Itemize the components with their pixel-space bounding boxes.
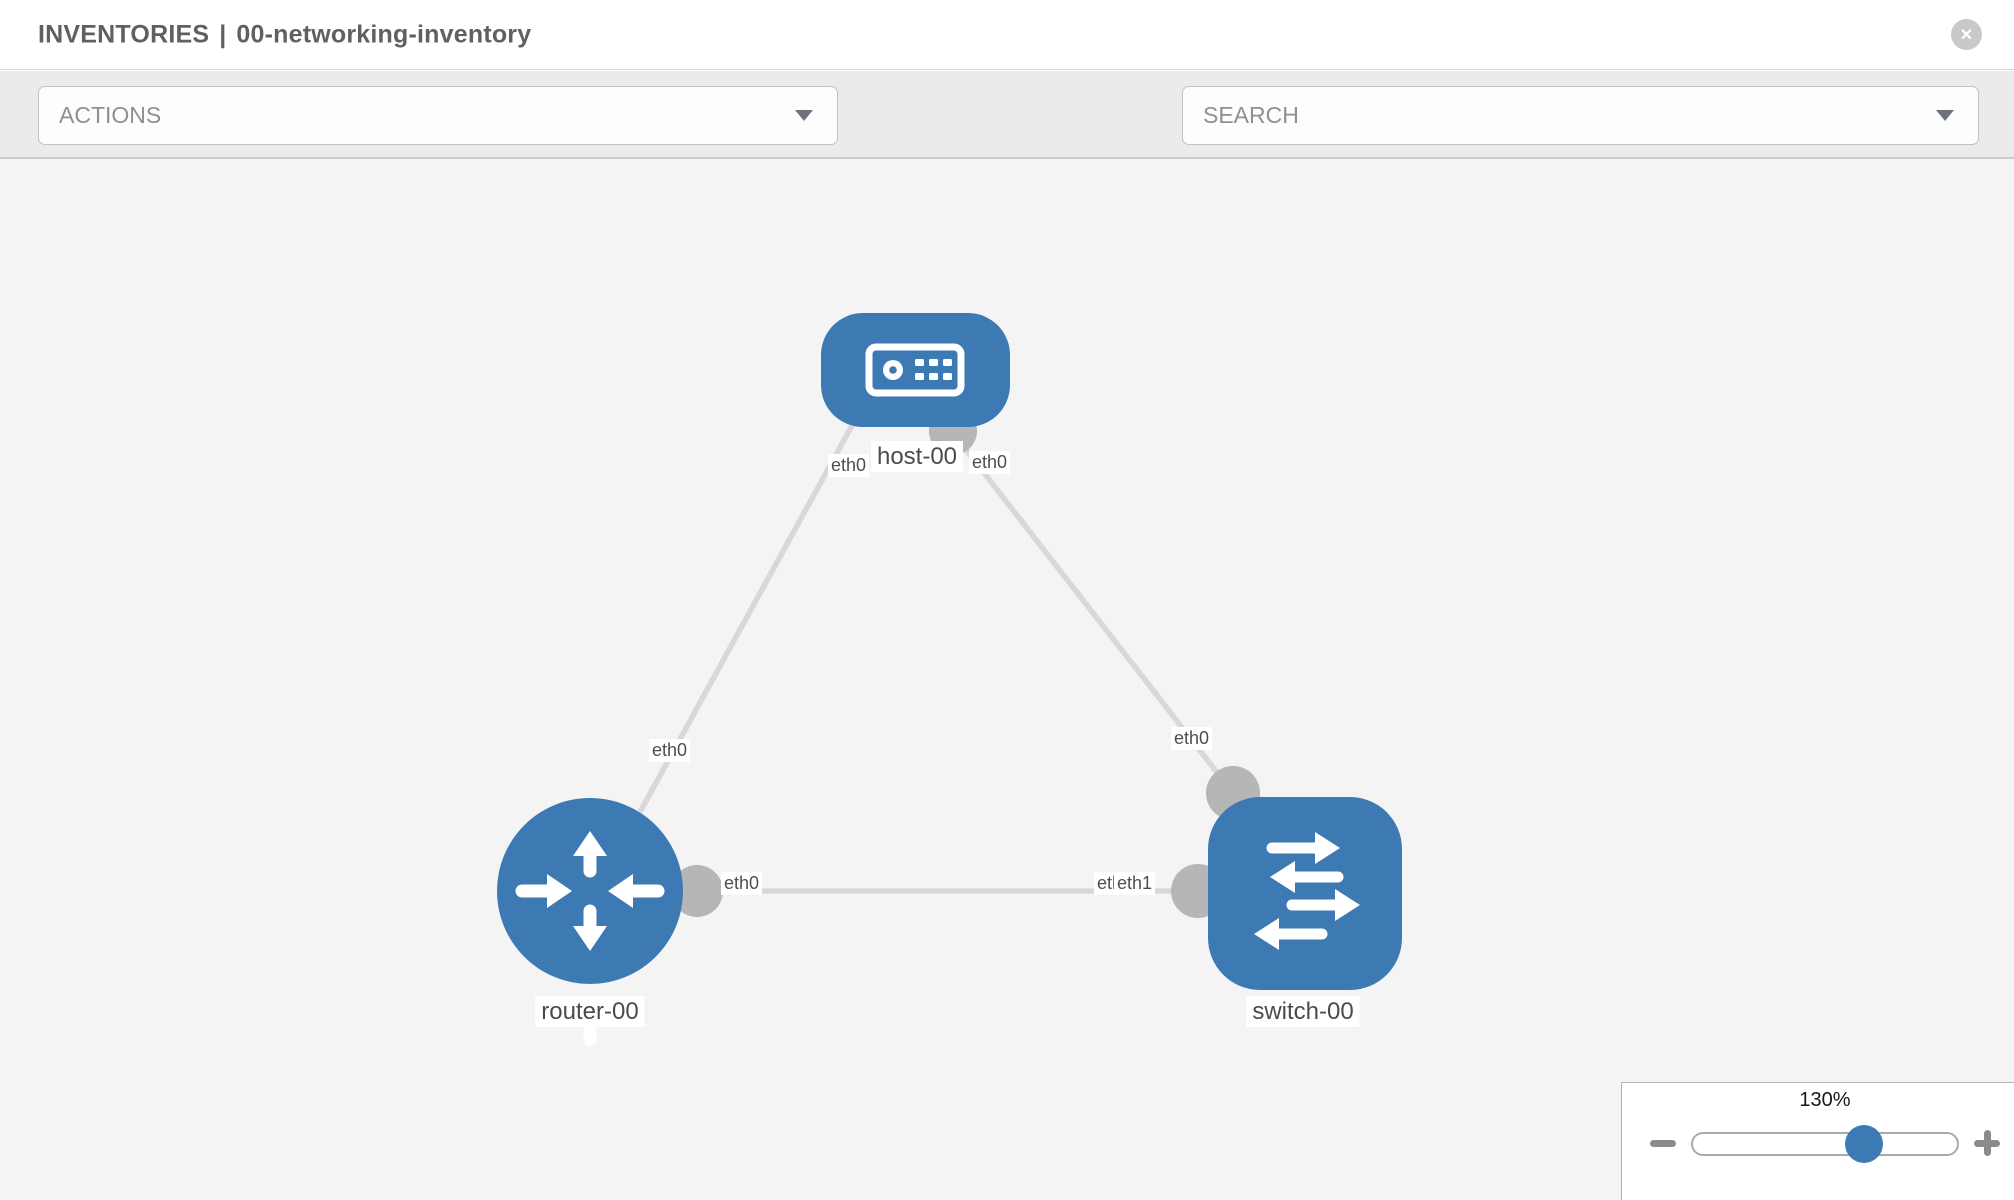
zoom-in-button[interactable] — [1967, 1123, 2007, 1163]
interface-label: eth0 — [721, 872, 763, 895]
chevron-down-icon — [795, 110, 813, 121]
zoom-control-panel: 130% — [1621, 1082, 2014, 1200]
inventory-name: 00-networking-inventory — [236, 20, 532, 48]
interface-label: eth1 — [1114, 872, 1156, 895]
interface-label: eth0 — [649, 739, 691, 762]
node-router[interactable] — [497, 798, 683, 1047]
close-button[interactable]: ✕ — [1951, 19, 1982, 50]
minus-icon — [1650, 1140, 1676, 1147]
actions-dropdown[interactable]: ACTIONS — [38, 86, 838, 145]
interface-label: eth0 — [828, 454, 870, 477]
topology-canvas[interactable]: eth0 eth0 eth0 eth0 eth0 eth0 eth1 host-… — [0, 159, 2014, 1200]
zoom-slider-thumb[interactable] — [1845, 1125, 1883, 1163]
zoom-slider-track[interactable] — [1691, 1132, 1959, 1156]
search-dropdown[interactable]: SEARCH — [1182, 86, 1979, 145]
page-title: INVENTORIES | 00-networking-inventory — [38, 20, 531, 49]
node-host[interactable] — [821, 313, 1010, 427]
toolbar: ACTIONS SEARCH — [0, 71, 2014, 196]
host-icon — [865, 343, 965, 397]
close-icon: ✕ — [1959, 26, 1974, 44]
node-label-router: router-00 — [535, 996, 645, 1027]
connector-router-right — [671, 865, 723, 917]
search-placeholder: SEARCH — [1203, 102, 1299, 128]
node-label-switch: switch-00 — [1246, 996, 1360, 1027]
zoom-level: 130% — [1799, 1089, 1851, 1111]
interface-label: eth0 — [1171, 727, 1213, 750]
node-label-host: host-00 — [870, 441, 964, 472]
plus-icon — [1983, 1130, 1991, 1156]
actions-dropdown-label: ACTIONS — [59, 102, 162, 128]
zoom-out-button[interactable] — [1643, 1123, 1683, 1163]
chevron-down-icon — [1936, 110, 1954, 121]
node-switch[interactable] — [1208, 797, 1402, 990]
switch-icon — [1254, 832, 1360, 950]
breadcrumb-inventories[interactable]: INVENTORIES — [38, 20, 210, 48]
header: INVENTORIES | 00-networking-inventory ✕ — [0, 0, 2014, 70]
breadcrumb-separator: | — [219, 20, 227, 48]
interface-label: eth0 — [969, 451, 1011, 474]
